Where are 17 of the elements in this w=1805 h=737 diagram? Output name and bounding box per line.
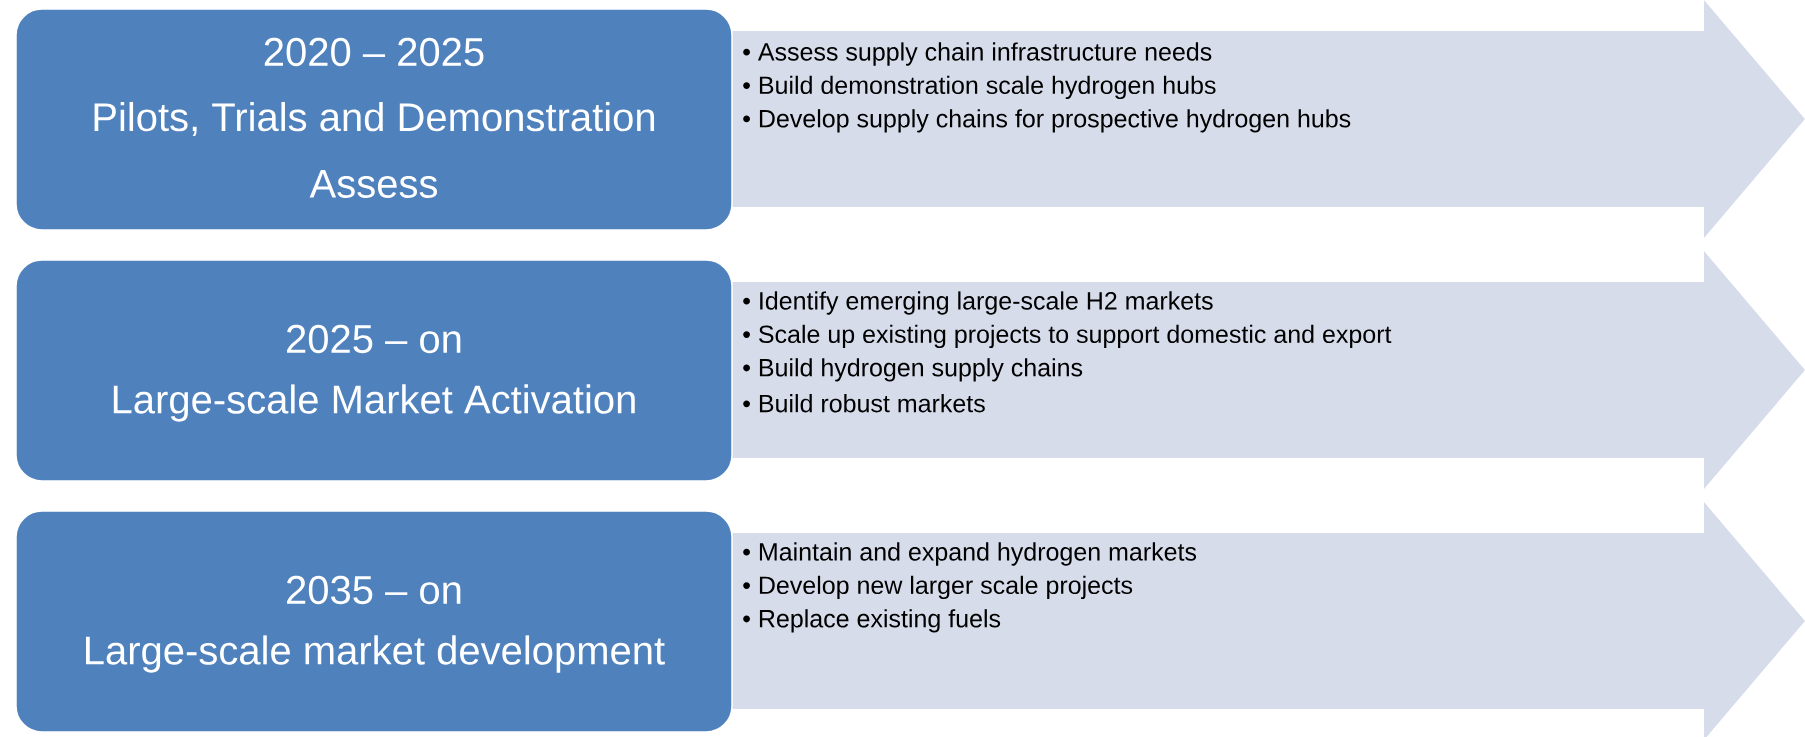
bullet-item: • Build robust markets xyxy=(743,394,985,413)
phase-text: 2025 – on xyxy=(287,324,461,354)
bullet-item: • Identify emerging large-scale H2 markets xyxy=(743,291,1213,315)
phase-text: 2020 – 2025 xyxy=(264,37,484,67)
bullet-item: • Maintain and expand hydrogen markets xyxy=(743,542,1197,566)
phase-text: Pilots, Trials and Demonstration xyxy=(94,101,655,137)
phase-text: Large-scale Market Activation xyxy=(113,384,635,422)
bullet-item: • Replace existing fuels xyxy=(743,609,1001,633)
bullet-item: • Scale up existing projects to support domestic and export xyxy=(743,324,1392,349)
bullet-item: • Develop new larger scale projects xyxy=(743,575,1133,600)
bullet-item: • Develop supply chains for prospective hydrogen hubs xyxy=(743,109,1351,133)
phase-text: 2035 – on xyxy=(287,575,461,605)
bullet-item: • Build hydrogen supply chains xyxy=(743,358,1083,382)
phase-text: Large-scale market development xyxy=(86,635,665,673)
phase-text: Assess xyxy=(309,170,437,198)
bullet-item: • Build demonstration scale hydrogen hubs xyxy=(743,75,1216,100)
bullet-item: • Assess supply chain infrastructure needs xyxy=(743,42,1212,66)
